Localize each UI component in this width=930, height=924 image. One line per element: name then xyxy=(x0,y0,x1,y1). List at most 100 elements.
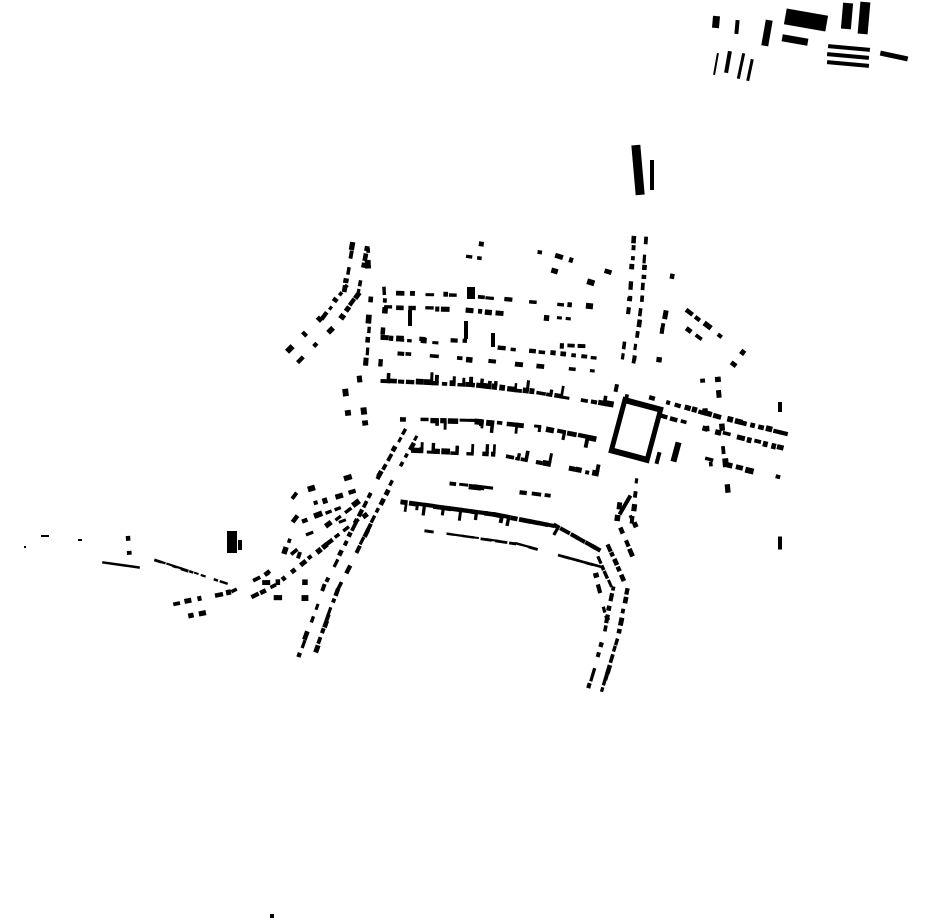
building xyxy=(316,636,323,645)
building xyxy=(583,436,590,448)
building xyxy=(544,493,551,498)
building xyxy=(660,413,668,420)
building xyxy=(324,576,331,583)
building xyxy=(219,580,229,585)
building xyxy=(736,52,746,80)
building xyxy=(483,485,494,490)
building xyxy=(273,595,283,601)
building xyxy=(331,597,337,604)
building xyxy=(589,368,595,373)
building xyxy=(369,514,377,524)
building xyxy=(322,619,330,629)
building xyxy=(635,330,640,339)
building xyxy=(328,305,334,311)
building xyxy=(706,425,710,432)
building xyxy=(529,388,535,395)
building xyxy=(545,426,555,434)
building xyxy=(622,596,629,604)
building xyxy=(611,645,617,653)
building xyxy=(599,686,605,693)
building xyxy=(590,562,604,569)
building xyxy=(724,483,731,494)
building xyxy=(478,241,485,247)
building xyxy=(879,50,909,62)
building xyxy=(432,340,439,345)
building xyxy=(495,310,504,317)
building xyxy=(498,384,506,391)
building xyxy=(269,583,277,590)
building xyxy=(586,278,596,287)
building xyxy=(528,348,537,354)
building xyxy=(397,436,403,443)
building xyxy=(504,296,513,302)
building xyxy=(631,235,637,244)
building xyxy=(536,390,547,396)
building xyxy=(290,491,299,500)
building xyxy=(320,583,327,592)
building xyxy=(301,595,309,601)
building xyxy=(552,526,560,536)
building xyxy=(183,597,192,604)
building xyxy=(627,547,635,558)
building xyxy=(395,335,404,342)
building xyxy=(455,445,460,454)
building xyxy=(625,306,631,315)
building xyxy=(620,608,626,614)
building xyxy=(654,451,662,465)
building xyxy=(356,375,363,383)
building xyxy=(368,296,374,303)
building xyxy=(612,557,620,567)
building xyxy=(434,374,439,384)
building xyxy=(336,581,344,591)
building xyxy=(581,354,588,359)
building xyxy=(641,274,647,280)
building xyxy=(334,505,342,512)
building xyxy=(319,310,329,321)
building xyxy=(421,504,427,516)
building xyxy=(380,327,386,335)
building xyxy=(160,560,166,565)
building xyxy=(729,360,738,369)
building xyxy=(361,500,369,509)
building xyxy=(375,473,382,481)
building xyxy=(595,583,603,594)
building xyxy=(441,381,448,386)
building xyxy=(477,294,485,300)
building xyxy=(590,399,598,405)
building xyxy=(712,412,722,420)
building xyxy=(631,244,636,251)
building xyxy=(125,535,131,541)
building xyxy=(857,1,871,35)
building xyxy=(390,445,398,453)
building xyxy=(300,639,307,649)
building xyxy=(350,498,361,508)
building xyxy=(382,298,387,303)
building xyxy=(462,377,466,386)
building xyxy=(312,341,319,348)
building xyxy=(535,459,543,466)
building xyxy=(783,8,829,32)
building xyxy=(513,388,523,393)
building xyxy=(382,286,387,296)
building xyxy=(443,420,447,430)
building xyxy=(78,539,82,541)
building xyxy=(323,520,333,529)
building xyxy=(601,679,607,686)
building-footprints xyxy=(24,1,909,918)
building xyxy=(734,19,740,35)
building xyxy=(213,578,219,582)
building xyxy=(631,503,638,512)
building xyxy=(284,344,295,354)
building xyxy=(259,588,267,596)
building xyxy=(337,549,344,557)
building xyxy=(604,614,611,621)
building xyxy=(331,296,339,304)
building xyxy=(684,307,694,317)
building xyxy=(575,466,583,474)
building xyxy=(378,358,383,367)
building xyxy=(378,497,386,506)
building xyxy=(624,539,631,548)
building xyxy=(280,575,287,582)
